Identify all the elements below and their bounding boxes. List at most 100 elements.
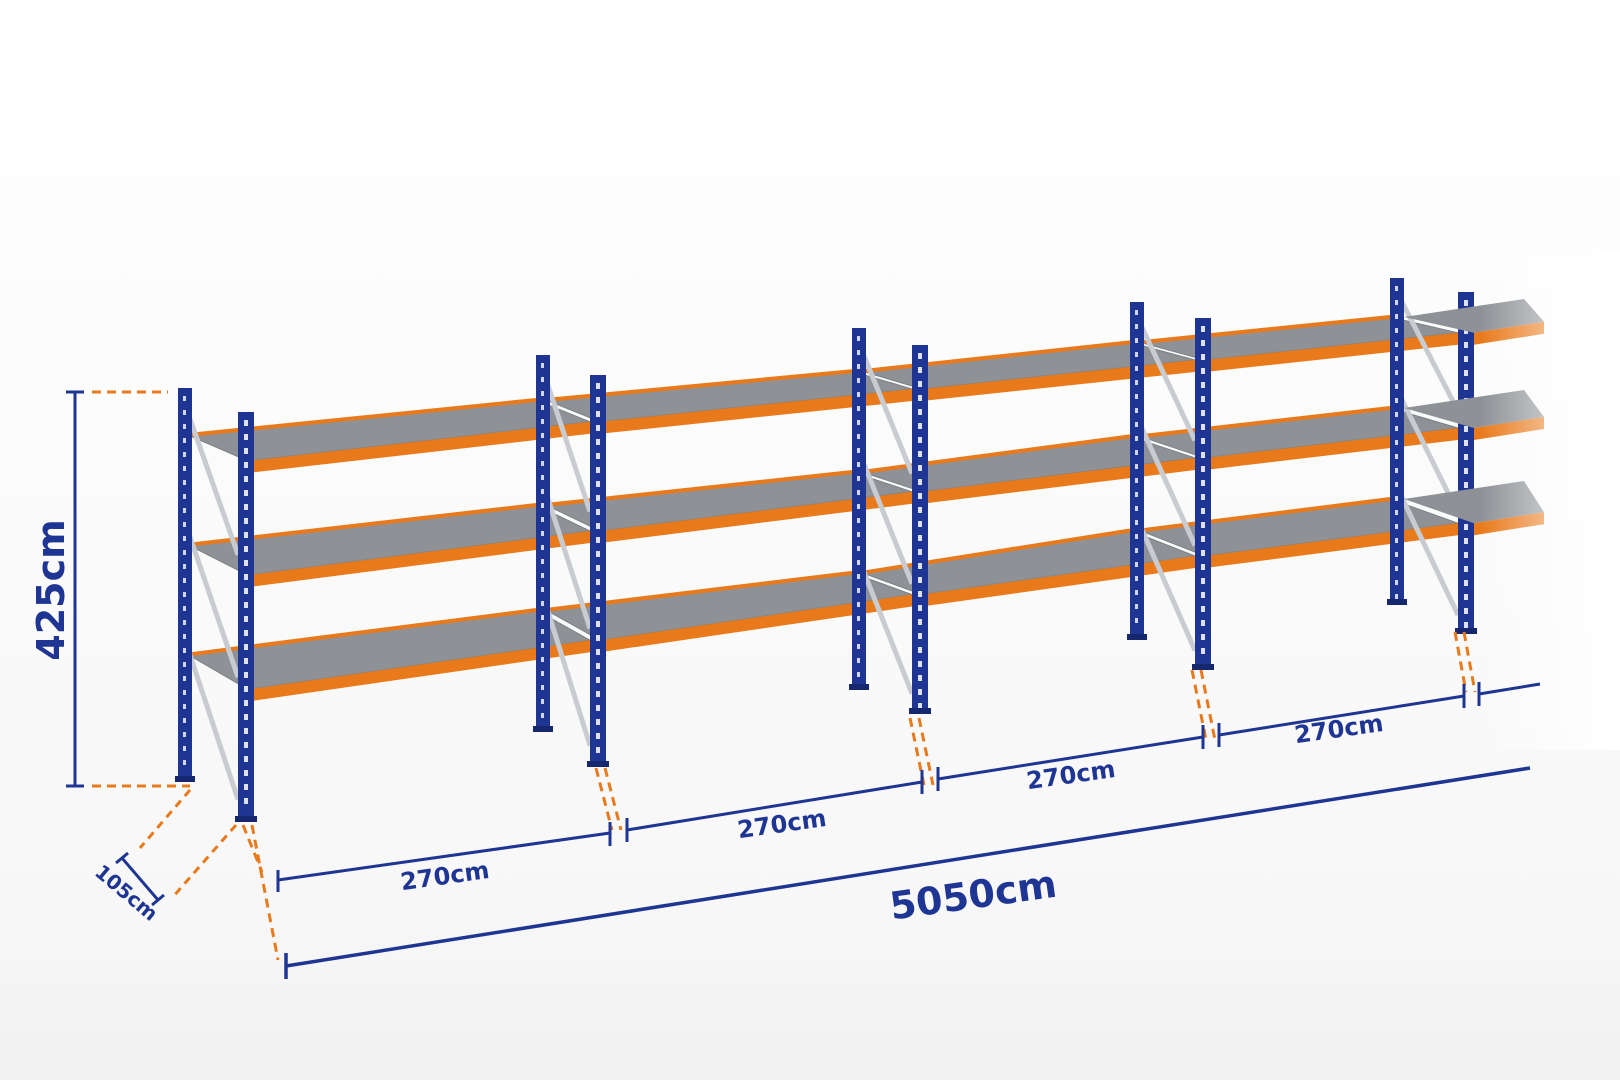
brace-frame3-3 [857,561,915,695]
upright-hole [1135,380,1138,385]
upright-hole [918,661,922,667]
upright-hole [244,658,248,664]
upright-hole [244,672,248,678]
brace-frame1-1 [183,406,241,556]
upright-hole [244,686,248,692]
upright-hole [918,619,922,625]
upright-hole [857,644,860,649]
upright-hole [596,705,600,711]
fade-overlay [1480,250,1620,750]
back-beam-bay3-level1 [861,340,1131,374]
base-plate-front-2 [587,761,609,767]
upright-hole [183,508,186,513]
brace-frame1-2 [183,524,241,679]
upright-hole [1395,328,1398,333]
front-upright-4 [1195,318,1211,668]
upright-hole [1464,370,1468,376]
upright-hole [541,559,544,564]
upright-hole [857,336,860,341]
upright-hole [244,448,248,454]
height-dimension: 425cm [29,390,190,788]
upright-hole [1464,300,1468,306]
upright-hole [1395,384,1398,389]
upright-hole [244,756,248,762]
upright-hole [857,420,860,425]
upright-hole [1464,342,1468,348]
upright-hole [1395,468,1398,473]
upright-hole [244,588,248,594]
upright-hole [1201,508,1205,514]
upright-hole [183,746,186,751]
front-beam-bay2-level3 [600,594,912,653]
upright-hole [244,462,248,468]
upright-hole [541,517,544,522]
upright-hole [918,367,922,373]
upright-hole [244,630,248,636]
brace-frame4-3 [1135,519,1198,652]
upright-hole [1464,622,1468,628]
upright-hole [1395,300,1398,305]
upright-hole [183,452,186,457]
upright-hole [596,537,600,543]
base-plate-front-3 [909,708,931,714]
shelving-rack [175,278,1544,822]
upright-hole [596,649,600,655]
upright-hole [1464,356,1468,362]
upright-hole [541,489,544,494]
upright-hole [596,411,600,417]
upright-hole [857,574,860,579]
upright-hole [1464,580,1468,586]
upright-hole [541,713,544,718]
upright-hole [857,546,860,551]
upright-hole [596,635,600,641]
upright-hole [1201,648,1205,654]
upright-hole [1135,422,1138,427]
upright-hole [1135,618,1138,623]
upright-hole [1201,550,1205,556]
upright-hole [596,509,600,515]
upright-hole [541,601,544,606]
upright-hole [857,406,860,411]
upright-hole [541,657,544,662]
upright-hole [183,396,186,401]
upright-hole [918,549,922,555]
upright-hole [1135,562,1138,567]
upright-hole [1201,564,1205,570]
upright-hole [1464,426,1468,432]
upright-hole [541,671,544,676]
upright-hole [244,798,248,804]
brace-frame4-1 [1135,317,1198,442]
upright-hole [857,616,860,621]
upright-hole [1135,478,1138,483]
upright-hole [1201,522,1205,528]
upright-hole [596,439,600,445]
upright-hole [1135,324,1138,329]
back-beam-bay4-level2 [1139,406,1391,439]
upright-hole [857,504,860,509]
upright-hole [596,607,600,613]
upright-hole [1395,482,1398,487]
upright-hole [1395,524,1398,529]
upright-hole [857,378,860,383]
upright-hole [1201,382,1205,388]
upright-hole [183,690,186,695]
upright-hole [244,532,248,538]
upright-hole [857,392,860,397]
upright-hole [1135,576,1138,581]
upright-hole [244,714,248,720]
upright-hole [918,647,922,653]
upright-hole [244,742,248,748]
upright-hole [183,494,186,499]
brace-frame3-1 [857,345,915,475]
upright-hole [541,391,544,396]
upright-hole [183,522,186,527]
upright-hole [1135,464,1138,469]
upright-hole [918,465,922,471]
upright-hole [1201,340,1205,346]
back-beam-bay4-level3 [1139,497,1391,533]
upright-hole [1464,482,1468,488]
upright-hole [1135,352,1138,357]
upright-hole [857,350,860,355]
upright-hole [1201,368,1205,374]
upright-hole [183,578,186,583]
